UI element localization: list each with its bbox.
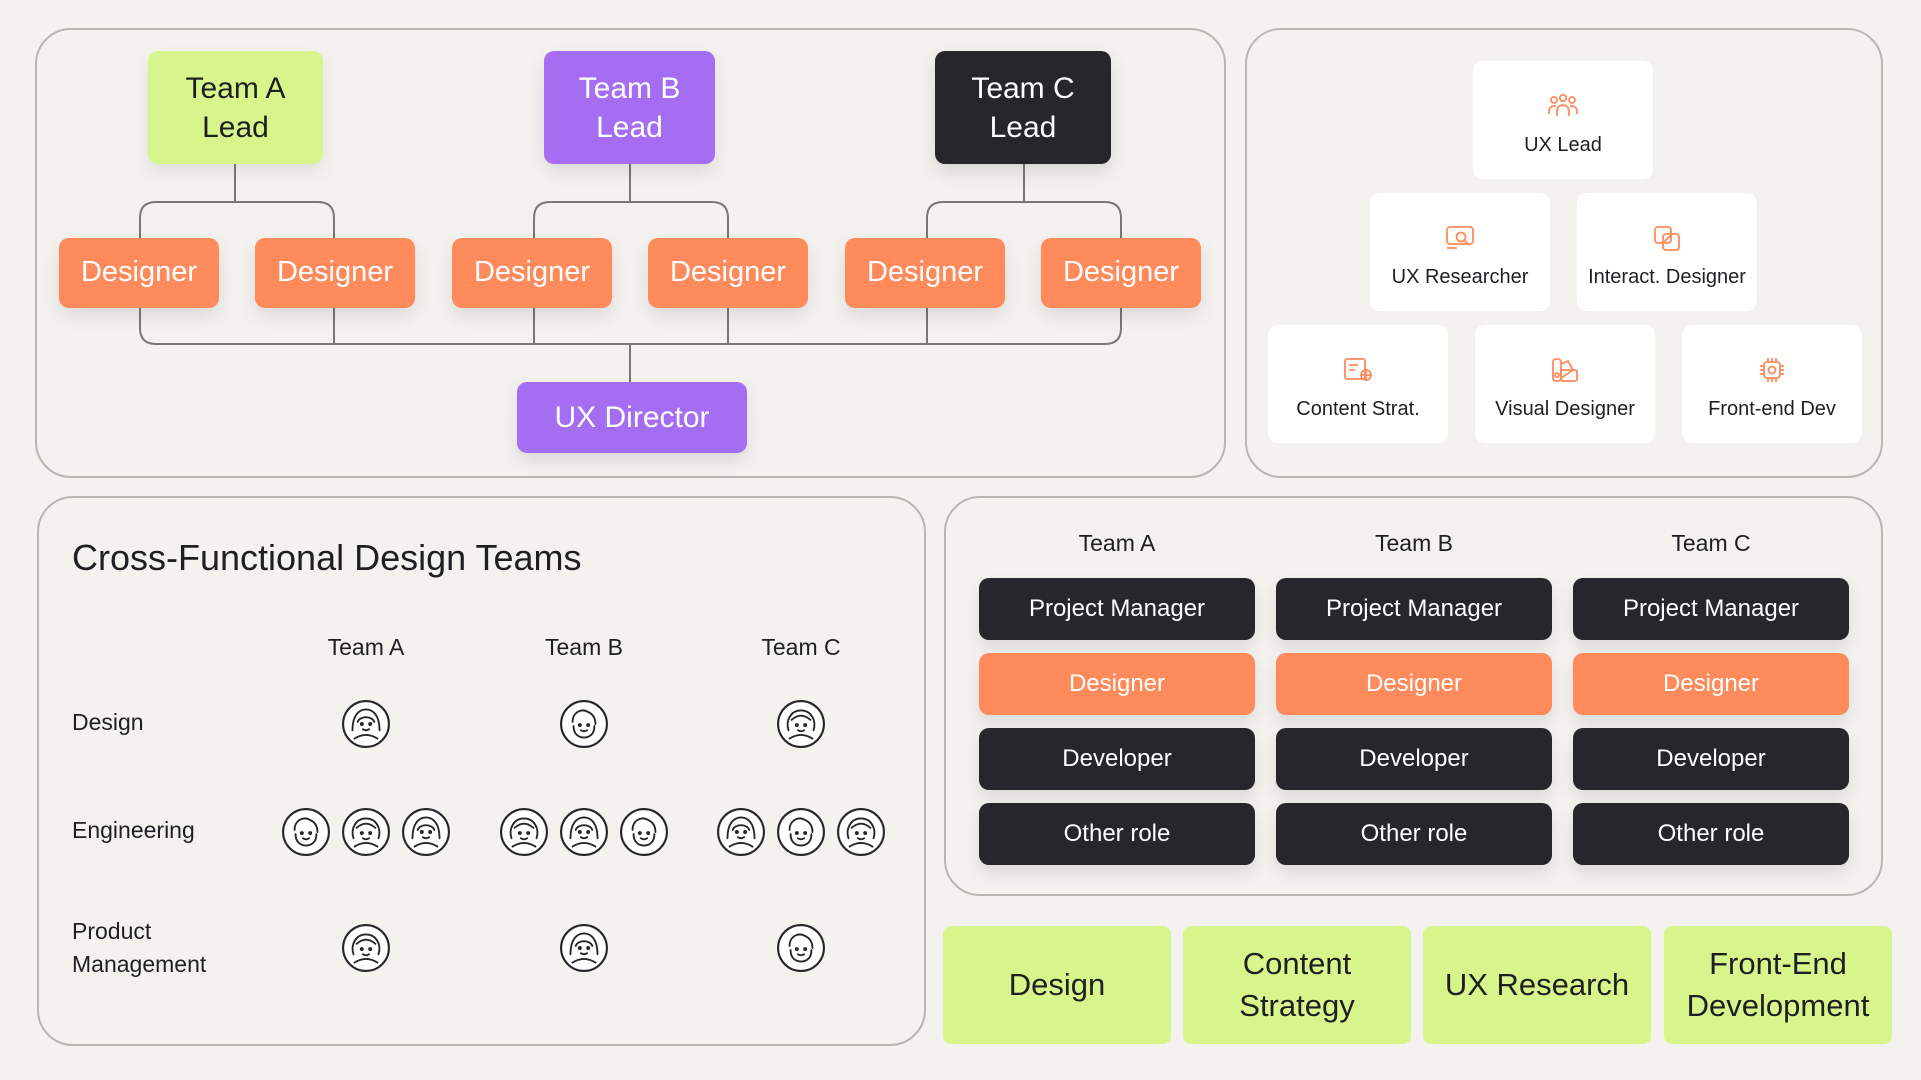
role-label: Visual Designer: [1495, 398, 1635, 420]
row-label-design: Design: [72, 709, 144, 735]
designer-box[interactable]: Designer: [452, 238, 612, 308]
ux-researcher-card[interactable]: UX Researcher: [1370, 193, 1550, 311]
column-header-team-c: Team C: [761, 634, 841, 660]
person-avatar-icon: [402, 808, 450, 856]
person-avatar-icon: [837, 808, 885, 856]
role-chip-other-role[interactable]: Other role: [979, 803, 1255, 865]
cross-functional-panel: [37, 496, 926, 1046]
person-avatar-icon: [560, 700, 608, 748]
person-avatar-icon: [560, 924, 608, 972]
role-chip-developer[interactable]: Developer: [979, 728, 1255, 790]
person-avatar-icon: [342, 924, 390, 972]
row-label-engineering: Engineering: [72, 817, 195, 843]
chip-icon: [1760, 358, 1784, 382]
team-icon: [1548, 93, 1578, 116]
designer-box[interactable]: Designer: [648, 238, 808, 308]
ux-director-box[interactable]: UX Director: [517, 382, 747, 453]
discipline-design[interactable]: Design: [943, 926, 1171, 1044]
interaction-designer-card[interactable]: Interact. Designer: [1577, 193, 1757, 311]
person-avatar-icon: [620, 808, 668, 856]
role-label: Front-end Dev: [1708, 398, 1836, 420]
role-chip-designer[interactable]: Designer: [979, 653, 1255, 715]
person-avatar-icon: [777, 924, 825, 972]
role-label: Content Strat.: [1296, 398, 1420, 420]
designer-box[interactable]: Designer: [59, 238, 219, 308]
role-chip-project-manager[interactable]: Project Manager: [979, 578, 1255, 640]
discipline-front-end-development[interactable]: Front-End Development: [1664, 926, 1892, 1044]
designer-box[interactable]: Designer: [255, 238, 415, 308]
discipline-ux-research[interactable]: UX Research: [1423, 926, 1651, 1044]
column-header-team-b: Team B: [545, 634, 623, 660]
role-chip-developer[interactable]: Developer: [1573, 728, 1849, 790]
person-avatar-icon: [500, 808, 548, 856]
role-label: Interact. Designer: [1588, 266, 1746, 288]
matrix-title: Cross-Functional Design Teams: [72, 537, 582, 578]
content-icon: [1344, 358, 1372, 381]
role-chip-designer[interactable]: Designer: [1573, 653, 1849, 715]
layers-icon: [1654, 226, 1680, 251]
role-chip-other-role[interactable]: Other role: [1276, 803, 1552, 865]
role-chip-project-manager[interactable]: Project Manager: [1573, 578, 1849, 640]
role-chip-other-role[interactable]: Other role: [1573, 803, 1849, 865]
visual-icon: [1552, 358, 1578, 382]
grid-header-team-a: Team A: [1078, 530, 1156, 556]
team-c-lead[interactable]: Team C Lead: [935, 51, 1111, 164]
discipline-content-strategy[interactable]: Content Strategy: [1183, 926, 1411, 1044]
research-icon: [1446, 226, 1474, 249]
person-avatar-icon: [282, 808, 330, 856]
role-chip-project-manager[interactable]: Project Manager: [1276, 578, 1552, 640]
role-label: UX Researcher: [1391, 266, 1529, 288]
role-chip-developer[interactable]: Developer: [1276, 728, 1552, 790]
visual-designer-card[interactable]: Visual Designer: [1475, 325, 1655, 443]
column-header-team-a: Team A: [327, 634, 405, 660]
person-avatar-icon: [342, 808, 390, 856]
person-avatar-icon: [560, 808, 608, 856]
row-label-product-management: Product Management: [72, 918, 207, 978]
designer-box[interactable]: Designer: [845, 238, 1005, 308]
content-strategist-card[interactable]: Content Strat.: [1268, 325, 1448, 443]
designer-box[interactable]: Designer: [1041, 238, 1201, 308]
person-avatar-icon: [777, 700, 825, 748]
team-a-lead[interactable]: Team A Lead: [148, 51, 323, 164]
role-label: UX Lead: [1524, 134, 1602, 156]
person-avatar-icon: [342, 700, 390, 748]
grid-header-team-b: Team B: [1375, 530, 1453, 556]
team-b-lead[interactable]: Team B Lead: [544, 51, 715, 164]
frontend-dev-card[interactable]: Front-end Dev: [1682, 325, 1862, 443]
grid-header-team-c: Team C: [1671, 530, 1751, 556]
role-chip-designer[interactable]: Designer: [1276, 653, 1552, 715]
person-avatar-icon: [777, 808, 825, 856]
ux-lead-card[interactable]: UX Lead: [1473, 61, 1653, 179]
person-avatar-icon: [717, 808, 765, 856]
